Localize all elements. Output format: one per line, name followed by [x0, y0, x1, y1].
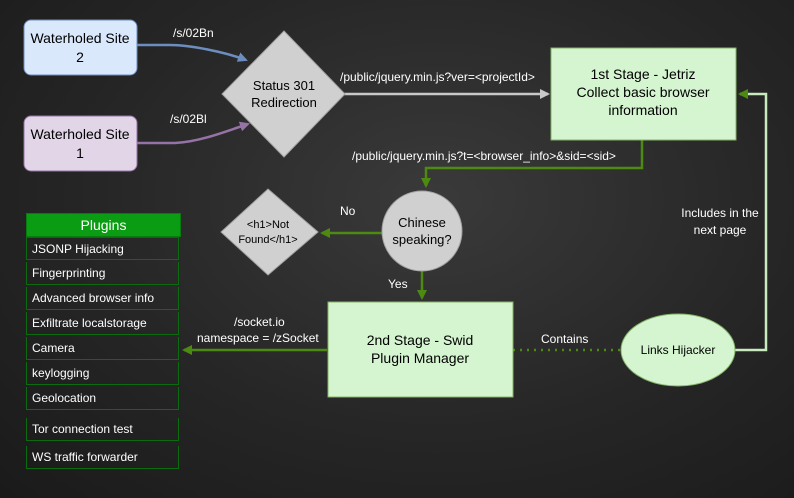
chinese-label-line1: Chinese — [398, 215, 446, 230]
plugin-item: Geolocation — [26, 387, 179, 410]
site1-label-line1: Waterholed Site — [30, 126, 129, 142]
status-301-redirection-node: Status 301 Redirection — [221, 30, 346, 158]
waterholed-site-1-node: Waterholed Site 1 — [23, 115, 138, 172]
edge-label-yes: Yes — [388, 277, 408, 291]
edge-label-stage1-to-chinese: /public/jquery.min.js?t=<browser_info>&s… — [352, 149, 616, 163]
notfound-label-line1: <h1>Not — [247, 219, 289, 231]
plugin-item: keylogging — [26, 362, 179, 385]
chinese-speaking-node: Chinese speaking? — [381, 190, 463, 272]
edge-label-contains: Contains — [541, 332, 588, 346]
plugin-item: JSONP Hijacking — [26, 237, 179, 260]
site1-label-line2: 1 — [76, 145, 84, 161]
edge-label-redirect-to-stage1: /public/jquery.min.js?ver=<projectId> — [340, 70, 535, 84]
links-hijacker-node: Links Hijacker — [620, 313, 736, 387]
edge-label-socket-line1: /socket.io — [234, 315, 285, 329]
hijacker-label: Links Hijacker — [641, 343, 716, 357]
stage1-label-line2: Collect basic browser — [576, 84, 709, 100]
notfound-label-line2: Found</h1> — [238, 234, 297, 246]
stage2-label-line1: 2nd Stage - Swid — [367, 332, 474, 348]
stage2-label-line2: Plugin Manager — [371, 350, 469, 366]
edge-label-no: No — [340, 204, 356, 218]
site2-label-line2: 2 — [76, 49, 84, 65]
stage1-label-line3: information — [608, 102, 677, 118]
edge-stage1-to-chinese — [421, 140, 644, 188]
redirect-label-line2: Redirection — [251, 95, 317, 110]
redirect-label-line1: Status 301 — [253, 78, 315, 93]
edge-label-site2: /s/02Bn — [173, 26, 214, 40]
edge-label-socket-line2: namespace = /zSocket — [197, 331, 319, 345]
edge-site1-to-redirect — [137, 121, 250, 145]
edge-hijacker-to-stage1 — [735, 89, 768, 352]
edge-label-site1: /s/02Bl — [170, 112, 207, 126]
first-stage-jetriz-node: 1st Stage - Jetriz Collect basic browser… — [550, 47, 737, 141]
not-found-node: <h1>Not Found</h1> — [220, 188, 319, 276]
waterholed-site-2-node: Waterholed Site 2 — [23, 19, 138, 76]
plugin-item: Advanced browser info — [26, 287, 179, 310]
plugins-panel: Plugins JSONP Hijacking Fingerprinting A… — [26, 213, 181, 469]
site2-label-line1: Waterholed Site — [30, 30, 129, 46]
plugins-title: Plugins — [26, 213, 181, 237]
chinese-label-line2: speaking? — [392, 232, 451, 247]
plugin-item: Camera — [26, 337, 179, 360]
edge-label-includes-line1: Includes in the — [681, 206, 759, 220]
plugin-item: WS traffic forwarder — [26, 446, 179, 469]
plugin-item: Fingerprinting — [26, 262, 179, 285]
plugin-item: Tor connection test — [26, 418, 179, 441]
plugin-item: Exfiltrate localstorage — [26, 312, 179, 335]
stage1-label-line1: 1st Stage - Jetriz — [590, 66, 695, 82]
second-stage-swid-node: 2nd Stage - Swid Plugin Manager — [327, 301, 514, 398]
edge-label-includes-line2: next page — [694, 223, 747, 237]
edge-site2-to-redirect — [137, 43, 248, 62]
